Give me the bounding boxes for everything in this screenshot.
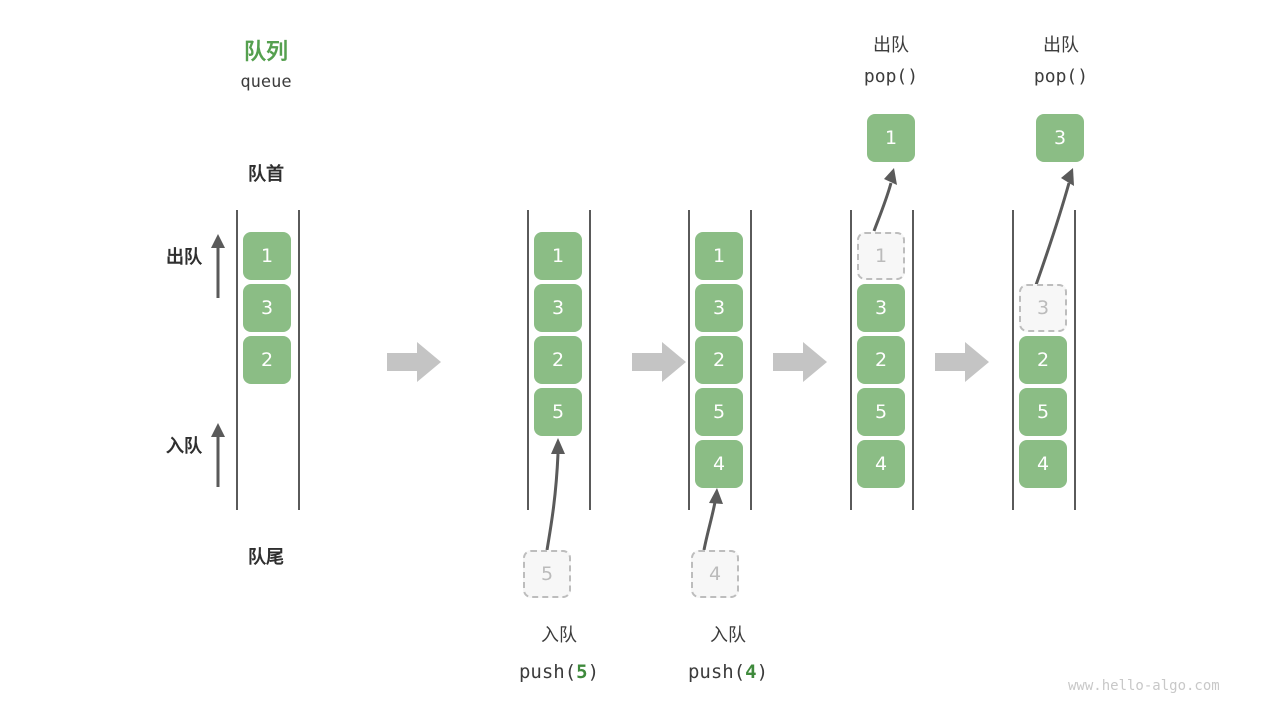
ghost-cell: 3: [1019, 284, 1067, 332]
step-arrow-right-icon: [632, 342, 686, 382]
step-arrow-right-icon: [773, 342, 827, 382]
queue-rail-left: [236, 210, 238, 510]
queue-column-push-5: 1 3 2 5: [527, 210, 591, 510]
queue-cell: 1: [534, 232, 582, 280]
queue-column-push-4: 1 3 2 5 4: [688, 210, 752, 510]
code-prefix: push(: [687, 661, 746, 683]
ghost-cell: 4: [691, 550, 739, 598]
queue-column-initial: 1 3 2: [236, 210, 300, 510]
queue-rail-left: [688, 210, 690, 510]
step-arrow-right-icon: [387, 342, 441, 382]
queue-cell: 3: [243, 284, 291, 332]
queue-cell: 4: [857, 440, 905, 488]
step-caption-cn: 出队: [873, 35, 909, 56]
queue-cell: 3: [695, 284, 743, 332]
queue-rail-right: [589, 210, 591, 510]
queue-rail-left: [850, 210, 852, 510]
step-caption-cn: 出队: [1043, 35, 1079, 56]
step-caption-cn: 入队: [710, 625, 746, 646]
up-arrow-icon: [211, 234, 225, 298]
step-caption-code: pop(): [863, 66, 919, 87]
queue-cell: 1: [243, 232, 291, 280]
curved-arrow-icon: [545, 438, 565, 551]
queue-rail-right: [1074, 210, 1076, 510]
popped-value-cell: 3: [1036, 114, 1084, 162]
queue-cell: 2: [534, 336, 582, 384]
queue-cell: 5: [857, 388, 905, 436]
step-caption-push-5: 入队 push(5): [479, 618, 639, 690]
queue-cell: 5: [534, 388, 582, 436]
curved-arrow-icon: [872, 168, 897, 232]
queue-rail-right: [298, 210, 300, 510]
queue-cell: 5: [1019, 388, 1067, 436]
code-suffix: ): [756, 661, 769, 683]
step-caption-pop-1: 出队 pop(): [811, 30, 971, 92]
queue-cell: 4: [695, 440, 743, 488]
watermark: www.hello-algo.com: [1068, 678, 1220, 694]
queue-rail-left: [1012, 210, 1014, 510]
step-arrow-right-icon: [935, 342, 989, 382]
code-arg: 5: [576, 661, 588, 683]
queue-column-pop-1: 1 3 2 5 4: [850, 210, 914, 510]
queue-cell: 2: [695, 336, 743, 384]
code-arg: 4: [745, 661, 757, 683]
step-caption-cn: 入队: [541, 625, 577, 646]
curved-arrow-icon: [1034, 168, 1074, 286]
curved-arrow-icon: [702, 488, 723, 551]
step-caption-push-4: 入队 push(4): [648, 618, 808, 690]
popped-value-cell: 1: [867, 114, 915, 162]
ghost-cell: 1: [857, 232, 905, 280]
page-subtitle: queue: [240, 72, 292, 92]
page-title: 队列: [243, 40, 288, 65]
queue-front-label: 队首: [248, 164, 284, 185]
queue-rail-right: [750, 210, 752, 510]
queue-cell: 5: [695, 388, 743, 436]
queue-column-pop-3: 3 2 5 4: [1012, 210, 1076, 510]
queue-cell: 3: [534, 284, 582, 332]
queue-cell: 2: [243, 336, 291, 384]
code-prefix: push(: [518, 661, 577, 683]
step-caption-code: push(5): [479, 654, 639, 690]
code-suffix: ): [587, 661, 600, 683]
step-caption-pop-3: 出队 pop(): [981, 30, 1141, 92]
queue-rail-right: [912, 210, 914, 510]
step-caption-code: push(4): [648, 654, 808, 690]
queue-rail-left: [527, 210, 529, 510]
enqueue-direction-label: 入队: [166, 436, 202, 457]
queue-cell: 3: [857, 284, 905, 332]
queue-cell: 4: [1019, 440, 1067, 488]
queue-rear-label: 队尾: [248, 547, 284, 568]
dequeue-direction-label: 出队: [166, 247, 202, 268]
queue-cell: 1: [695, 232, 743, 280]
step-caption-code: pop(): [1033, 66, 1089, 87]
queue-cell: 2: [1019, 336, 1067, 384]
up-arrow-icon: [211, 423, 225, 487]
queue-cell: 2: [857, 336, 905, 384]
ghost-cell: 5: [523, 550, 571, 598]
